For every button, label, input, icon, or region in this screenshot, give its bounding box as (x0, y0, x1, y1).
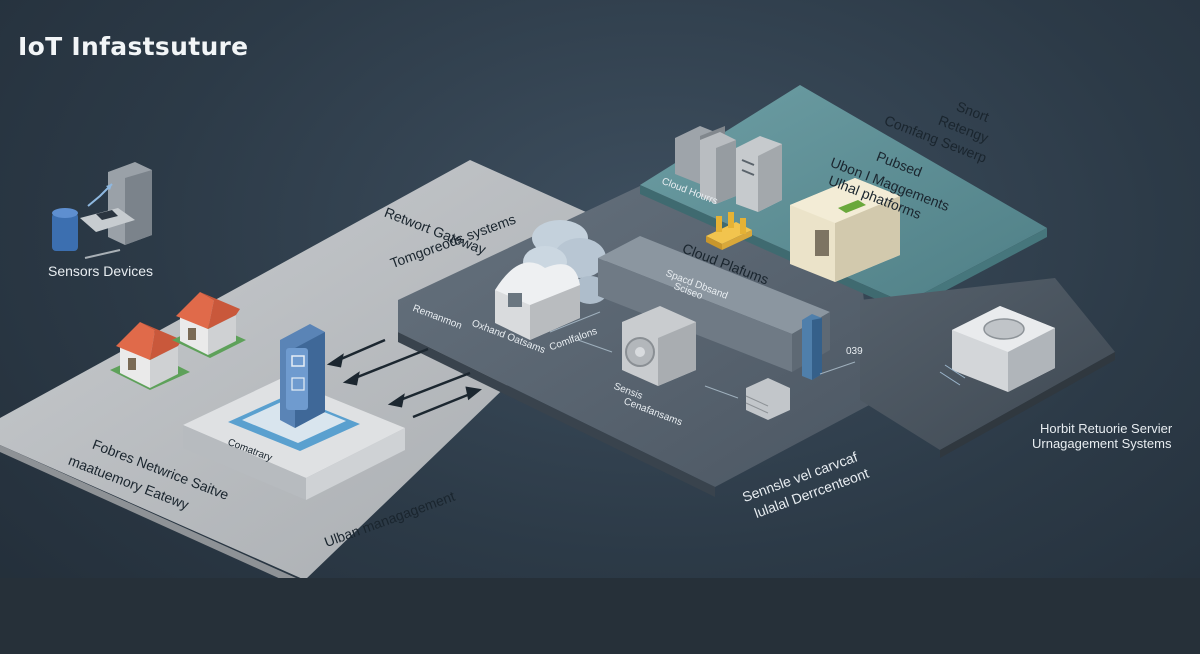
antenna-pole-icon (802, 314, 822, 380)
server-stack-icon (745, 378, 790, 420)
server-rack-icon (736, 136, 782, 212)
house-icon (110, 322, 190, 390)
label-horbit-service: Horbit Retuorie Servier (1040, 421, 1173, 436)
chip-icon (706, 212, 752, 250)
label-sensors-devices: Sensors Devices (48, 263, 154, 279)
label-number: 039 (846, 346, 863, 357)
house-icon (172, 292, 246, 358)
data-flow-arrows (326, 338, 482, 419)
building-icon (790, 178, 900, 282)
gateway-device-icon (183, 324, 405, 500)
fan-unit-icon (939, 306, 1055, 392)
footer-band (0, 578, 1200, 654)
server-rack-icon (675, 126, 736, 204)
building-icon (495, 262, 580, 340)
connector-lines (549, 311, 856, 399)
page-title: IoT Infastsuture (18, 32, 249, 61)
sensor-device-icon (52, 162, 152, 259)
label-management-systems: Urnagagement Systems (1032, 436, 1172, 451)
storage-disk-icon (622, 306, 696, 386)
